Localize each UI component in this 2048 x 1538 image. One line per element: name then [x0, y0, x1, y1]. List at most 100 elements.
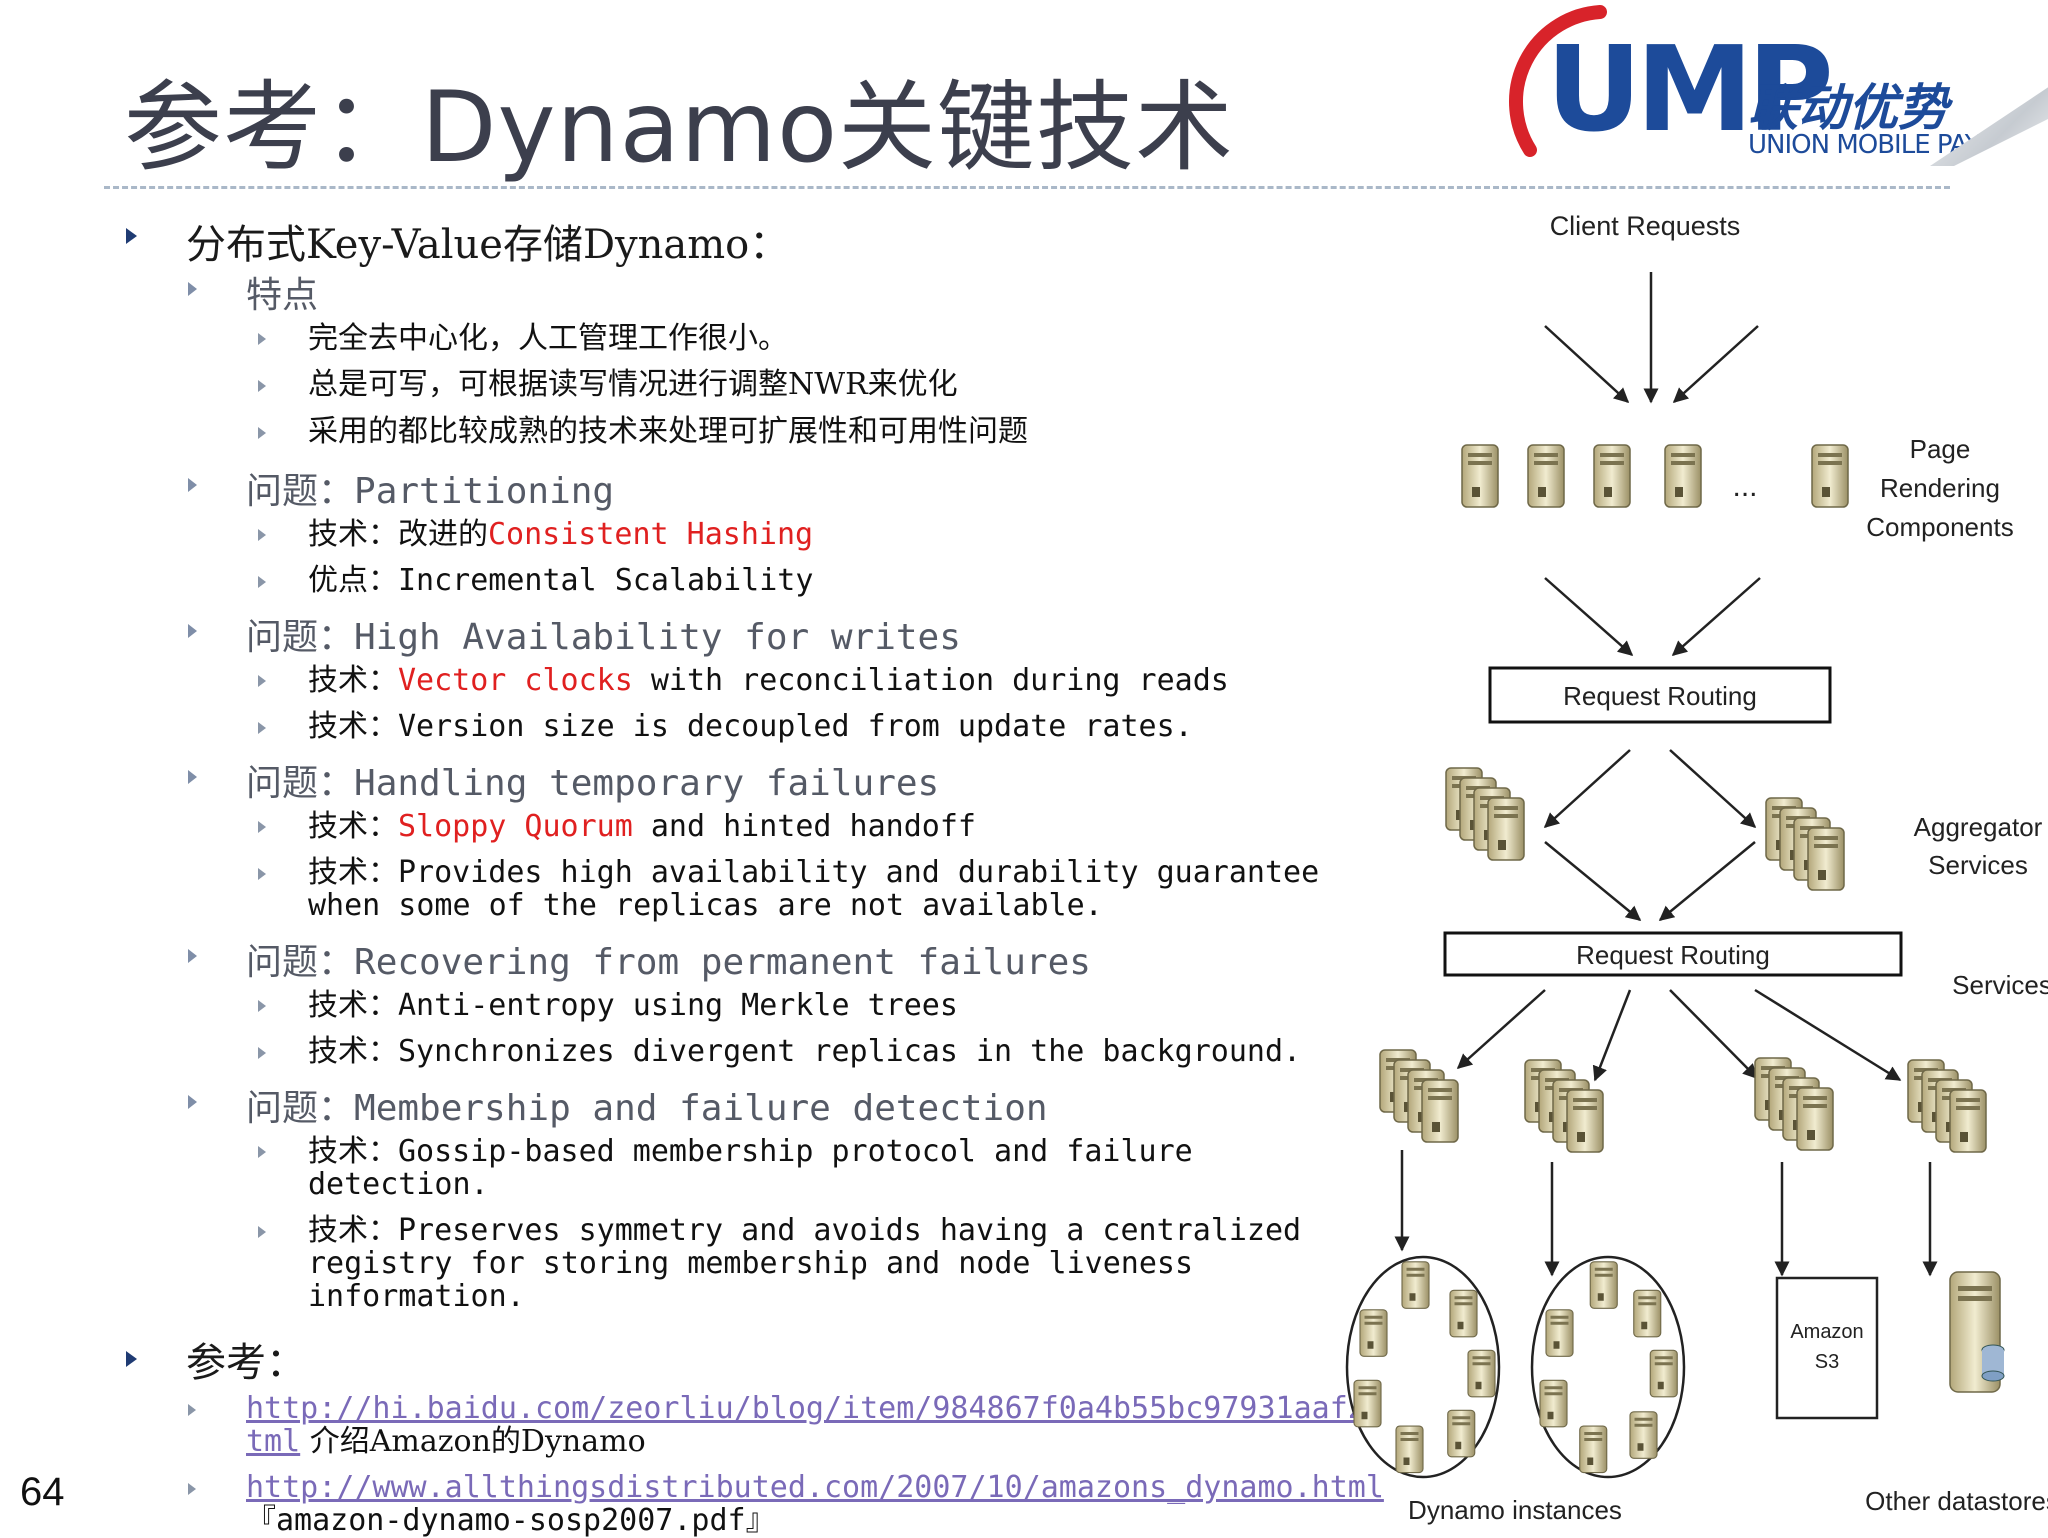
- client-arrows: [1544, 272, 1759, 404]
- aggregator-label-line-2: Services: [1928, 850, 2028, 880]
- page-to-routing-arrows: [1544, 577, 1761, 656]
- issue-label: 问题：: [246, 1088, 355, 1129]
- issue-item: 技术：Version size is decoupled from update…: [308, 709, 1193, 744]
- page-label-line-3: Components: [1866, 512, 2013, 542]
- bullet-icon: [188, 282, 197, 296]
- issue-item: 技术：改进的Consistent Hashing: [308, 517, 814, 552]
- service-cluster-2: [1525, 1060, 1603, 1152]
- reference-link-continued[interactable]: tml: [246, 1424, 301, 1459]
- request-routing-label-2: Request Routing: [1576, 940, 1770, 970]
- main-heading: 分布式Key-Value存储Dynamo：: [186, 222, 790, 268]
- issue-item: 优点：Incremental Scalability: [308, 563, 814, 598]
- bullet-icon: [258, 576, 266, 588]
- other-datastore-server-icon: [1949, 1271, 2005, 1393]
- feature-item: 总是可写，可根据读写情况进行调整NWR来优化: [308, 367, 958, 402]
- bullet-icon: [258, 529, 266, 541]
- routing-to-services-arrows: [1456, 988, 1902, 1082]
- issue-heading-availability: 问题：High Availability for writes: [246, 608, 961, 660]
- request-routing-box-1: [1488, 666, 1832, 724]
- issue-title: Partitioning: [354, 471, 615, 512]
- request-routing-box-2: [1443, 931, 1903, 977]
- issue-title: Handling temporary failures: [354, 763, 940, 804]
- other-datastores-label: Other datastores: [1865, 1486, 2048, 1516]
- bullet-icon: [258, 821, 266, 833]
- server-icon: [1527, 444, 1565, 508]
- slide-content: 分布式Key-Value存储Dynamo： 特点 完全去中心化，人工管理工作很小…: [126, 222, 1402, 1537]
- issue-label: 问题：: [246, 942, 355, 983]
- amazon-s3-box: [1775, 1276, 1879, 1420]
- aggregator-to-routing-arrows: [1544, 841, 1756, 921]
- bullet-icon: [258, 1146, 266, 1158]
- issue-heading-membership: 问题：Membership and failure detection: [246, 1079, 1048, 1131]
- issue-title: Membership and failure detection: [354, 1088, 1048, 1129]
- logo-chinese-name: 联动优势: [1748, 79, 1948, 137]
- dynamo-ring-left: [1345, 1255, 1501, 1479]
- issue-heading-permanent-failures: 问题：Recovering from permanent failures: [246, 933, 1091, 985]
- highlight-term: Vector clocks: [398, 663, 633, 698]
- logo-arc-icon: [1509, 5, 1607, 157]
- bullet-icon: [126, 1351, 137, 1367]
- bullet-icon: [188, 1483, 196, 1495]
- server-icon: [1593, 444, 1631, 508]
- issue-title: Recovering from permanent failures: [354, 942, 1091, 983]
- aggregator-cluster-left: [1446, 768, 1524, 860]
- issue-heading-temporary-failures: 问题：Handling temporary failures: [246, 754, 939, 806]
- bullet-icon: [188, 770, 197, 784]
- reference-item: http://www.allthingsdistributed.com/2007…: [246, 1470, 1384, 1538]
- title-divider: [104, 186, 1950, 189]
- aggregator-cluster-right: [1766, 798, 1844, 890]
- page-label-line-1: Page: [1910, 434, 1971, 464]
- service-cluster-4: [1908, 1060, 1986, 1152]
- ump-logo: UMP 联动优势 UNION MOBILE PAY: [1490, 0, 2048, 180]
- logo-english-name: UNION MOBILE PAY: [1748, 130, 1981, 160]
- bullet-icon: [258, 333, 266, 345]
- bullet-icon: [188, 1095, 197, 1109]
- features-label: 特点: [246, 275, 319, 316]
- feature-item: 采用的都比较成熟的技术来处理可扩展性和可用性问题: [308, 414, 1028, 449]
- services-to-datastore-arrows: [1394, 1150, 1938, 1277]
- reference-link[interactable]: http://hi.baidu.com/zeorliu/blog/item/98…: [246, 1391, 1402, 1426]
- bullet-icon: [188, 949, 197, 963]
- page-label-line-2: Rendering: [1880, 473, 2000, 503]
- issue-title: High Availability for writes: [354, 617, 961, 658]
- highlight-term: Sloppy Quorum: [398, 809, 633, 844]
- issue-item: 技术：Gossip-based membership protocol and …: [308, 1134, 1193, 1202]
- request-routing-label-1: Request Routing: [1563, 681, 1757, 711]
- routing-to-aggregator-arrows: [1543, 749, 1757, 829]
- bullet-icon: [126, 228, 137, 244]
- bullet-icon: [258, 380, 266, 392]
- feature-item: 完全去中心化，人工管理工作很小。: [308, 321, 788, 356]
- issue-item: 技术：Preserves symmetry and avoids having …: [308, 1213, 1302, 1314]
- issue-label: 问题：: [246, 763, 355, 804]
- bullet-icon: [188, 624, 197, 638]
- issue-item: 技术：Synchronizes divergent replicas in th…: [308, 1034, 1302, 1069]
- refs-heading: 参考：: [186, 1340, 306, 1386]
- logo-brand: UMP: [1546, 20, 1834, 158]
- service-cluster-3: [1755, 1058, 1833, 1150]
- highlight-term: Consistent Hashing: [488, 517, 814, 552]
- amazon-s3-label-line-1: Amazon: [1790, 1321, 1863, 1343]
- bullet-icon: [258, 1226, 266, 1238]
- services-label: Services: [1952, 970, 2048, 1000]
- bullet-icon: [188, 478, 197, 492]
- bullet-icon: [258, 675, 266, 687]
- service-cluster-1: [1380, 1050, 1458, 1142]
- issue-item: 技术：Sloppy Quorum and hinted handoff: [308, 809, 976, 844]
- issue-item: 技术：Vector clocks with reconciliation dur…: [308, 663, 1229, 698]
- client-requests-label: Client Requests: [1550, 211, 1741, 241]
- dynamo-architecture-diagram: Client Requests ... Page Rendering Compo…: [1345, 211, 2048, 1525]
- issue-label: 问题：: [246, 471, 355, 512]
- issue-item: 技术：Provides high availability and durabi…: [308, 855, 1320, 923]
- bullet-icon: [188, 1404, 196, 1416]
- issue-heading-partitioning: 问题：Partitioning: [246, 462, 614, 514]
- bullet-icon: [258, 868, 266, 880]
- page-rendering-servers: [1461, 444, 1849, 508]
- bullet-icon: [258, 1000, 266, 1012]
- bullet-icon: [258, 722, 266, 734]
- reference-link[interactable]: http://www.allthingsdistributed.com/2007…: [246, 1470, 1384, 1505]
- server-icon: [1811, 444, 1849, 508]
- page-number: 64: [20, 1470, 65, 1514]
- server-icon: [1664, 444, 1702, 508]
- issue-item: 技术：Anti-entropy using Merkle trees: [308, 988, 958, 1023]
- bullet-icon: [258, 1047, 266, 1059]
